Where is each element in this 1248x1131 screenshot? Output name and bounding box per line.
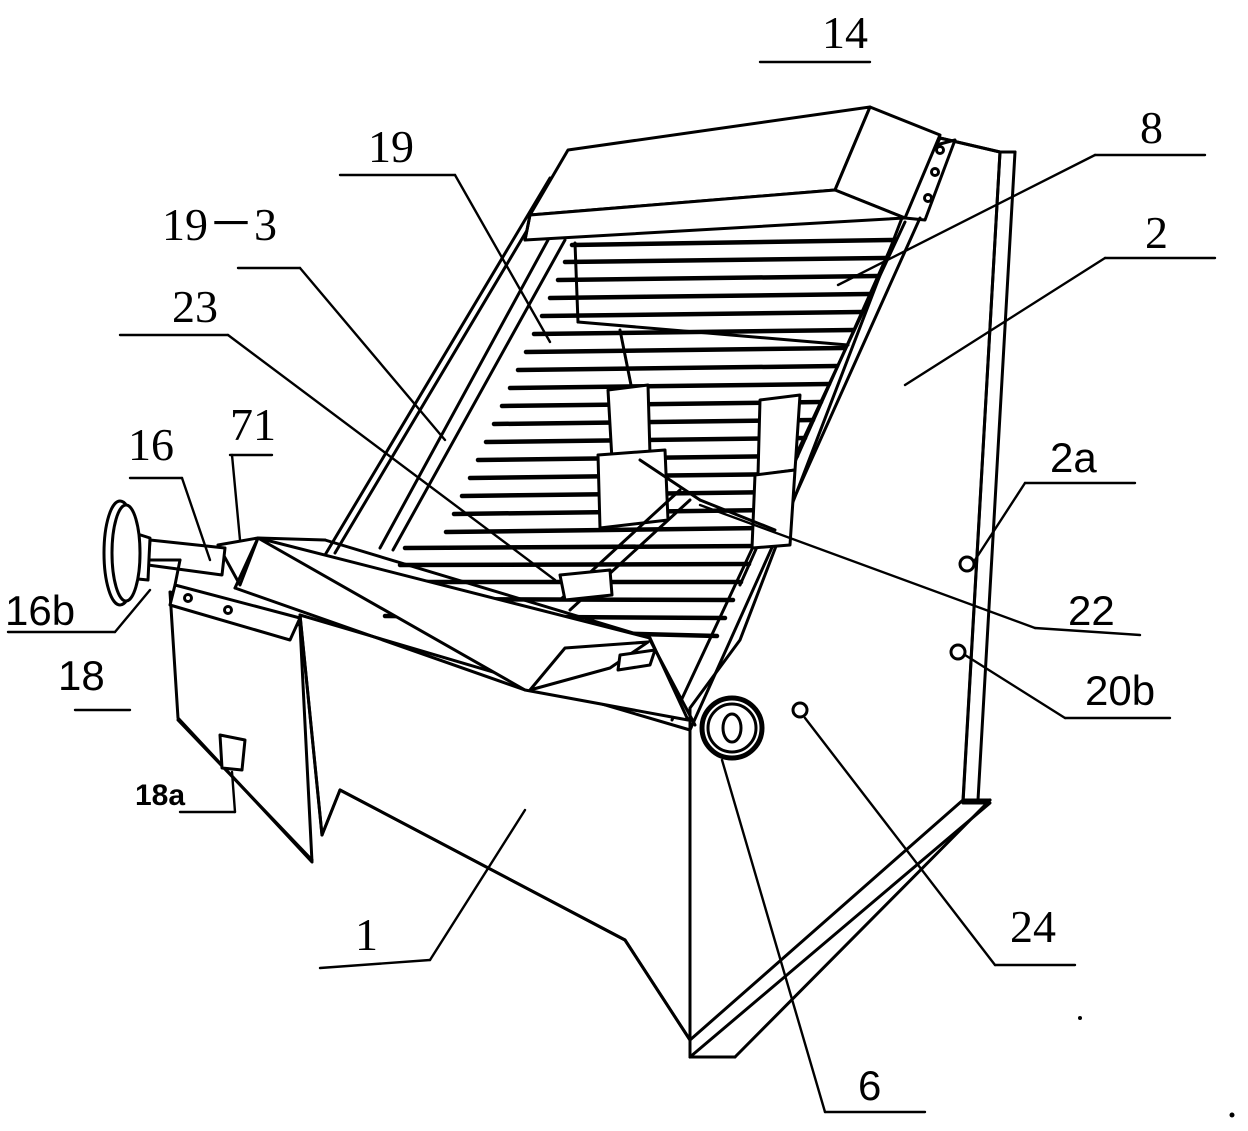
label-1: 1: [355, 909, 378, 960]
label-19-3: 19－3: [162, 199, 277, 250]
hole-20b: [949, 643, 967, 661]
label-8: 8: [1140, 102, 1163, 153]
label-23: 23: [172, 281, 218, 332]
labels: 14 8 19 19－3 2 23 71 16 2a 16b 22 18 20b…: [5, 7, 1168, 1109]
collection-box-18: [168, 583, 314, 864]
pulley-16b: [102, 499, 142, 607]
top-hood-14: [523, 105, 942, 242]
scraper-mechanism: [558, 241, 850, 612]
label-18: 18: [58, 652, 105, 699]
hole-24: [791, 701, 809, 719]
drive-wheel-6: [699, 695, 765, 761]
speck: [1078, 1016, 1082, 1020]
label-2a: 2a: [1050, 434, 1097, 481]
label-20b: 20b: [1085, 667, 1155, 714]
label-6: 6: [858, 1062, 881, 1109]
label-16: 16: [128, 419, 174, 470]
leader-lines: [6, 60, 1217, 1114]
label-19: 19: [368, 121, 414, 172]
label-18a: 18a: [135, 779, 185, 812]
feed-trough-71: [216, 536, 697, 727]
hole-2a: [958, 555, 976, 573]
front-body-1: [298, 613, 692, 1042]
label-14: 14: [822, 7, 868, 58]
label-71: 71: [230, 399, 276, 450]
label-24: 24: [1010, 901, 1056, 952]
label-16b: 16b: [5, 587, 75, 634]
label-2: 2: [1145, 207, 1168, 258]
label-22: 22: [1068, 587, 1115, 634]
speck: [1229, 1112, 1235, 1118]
